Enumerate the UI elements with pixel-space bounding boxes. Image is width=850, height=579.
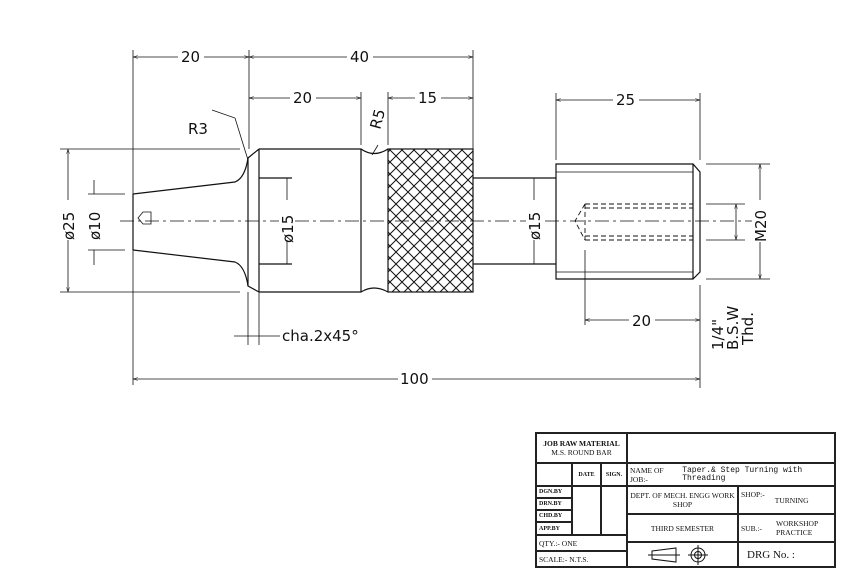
qty: QTY.:- ONE [536, 535, 627, 551]
projection-symbol [627, 542, 738, 567]
raw-material-value: M.S. ROUND BAR [551, 448, 612, 457]
job-name-value: Taper.& Step Turning with Threading [682, 465, 803, 483]
row-app: APP.BY [536, 522, 572, 535]
bsw-thread-std: B.S.W [724, 306, 742, 350]
dim-25: 25 [616, 91, 635, 109]
third-angle-projection-icon [647, 544, 708, 565]
blank-cell [536, 463, 572, 486]
col-sign: SIGN. [601, 463, 627, 486]
dim-20-mid: 20 [293, 89, 312, 107]
drawing-number: DRG No. : [738, 542, 835, 567]
date-column [572, 486, 601, 535]
dia-15-neck: ø15 [526, 212, 544, 240]
dia-10: ø10 [86, 212, 104, 240]
semester: THIRD SEMESTER [627, 514, 738, 542]
subject-value: WORKSHOP PRACTICE [776, 519, 818, 537]
bsw-thread-label: Thd. [739, 312, 757, 346]
row-dgn: DGN.BY [536, 486, 572, 498]
row-drn: DRN.BY [536, 498, 572, 510]
sign-column [601, 486, 627, 535]
blank-header-cell [627, 433, 835, 463]
dim-20-thread: 20 [632, 312, 651, 330]
dia-25: ø25 [60, 212, 78, 240]
dimension-labels: 20 40 20 15 25 R3 R5 ø25 ø10 ø15 ø15 M20… [60, 48, 770, 388]
raw-material-title: JOB RAW MATERIAL [543, 439, 620, 448]
job-name-label: NAME OF JOB:- [630, 465, 664, 484]
shop-label: SHOP:- [741, 490, 765, 499]
row-chd: CHD.BY [536, 510, 572, 522]
dim-40: 40 [350, 48, 369, 66]
subject-label: SUB.:- [741, 523, 763, 533]
bsw-thread-size: 1/4" [709, 319, 727, 350]
dim-20-left: 20 [181, 48, 200, 66]
radius-r5: R5 [366, 107, 389, 131]
part-outline [60, 50, 770, 388]
chamfer-note: cha.2x45° [282, 327, 359, 345]
title-block: JOB RAW MATERIAL M.S. ROUND BAR DATE SIG… [535, 432, 836, 568]
dept: DEPT. OF MECH. ENGG WORK SHOP [627, 486, 738, 514]
radius-r3: R3 [188, 120, 208, 138]
shop-cell: SHOP:- TURNING [738, 486, 835, 514]
thread-m20: M20 [752, 210, 770, 242]
shop-value: TURNING [774, 495, 809, 505]
col-date: DATE [572, 463, 601, 486]
dia-15-head: ø15 [279, 215, 297, 243]
subject-cell: SUB.:- WORKSHOP PRACTICE [738, 514, 835, 542]
job-name-cell: NAME OF JOB:- Taper.& Step Turning with … [627, 463, 835, 486]
raw-material-cell: JOB RAW MATERIAL M.S. ROUND BAR [536, 433, 627, 463]
scale: SCALE:- N.T.S. [536, 551, 627, 567]
dim-15: 15 [418, 89, 437, 107]
dim-100: 100 [400, 370, 429, 388]
